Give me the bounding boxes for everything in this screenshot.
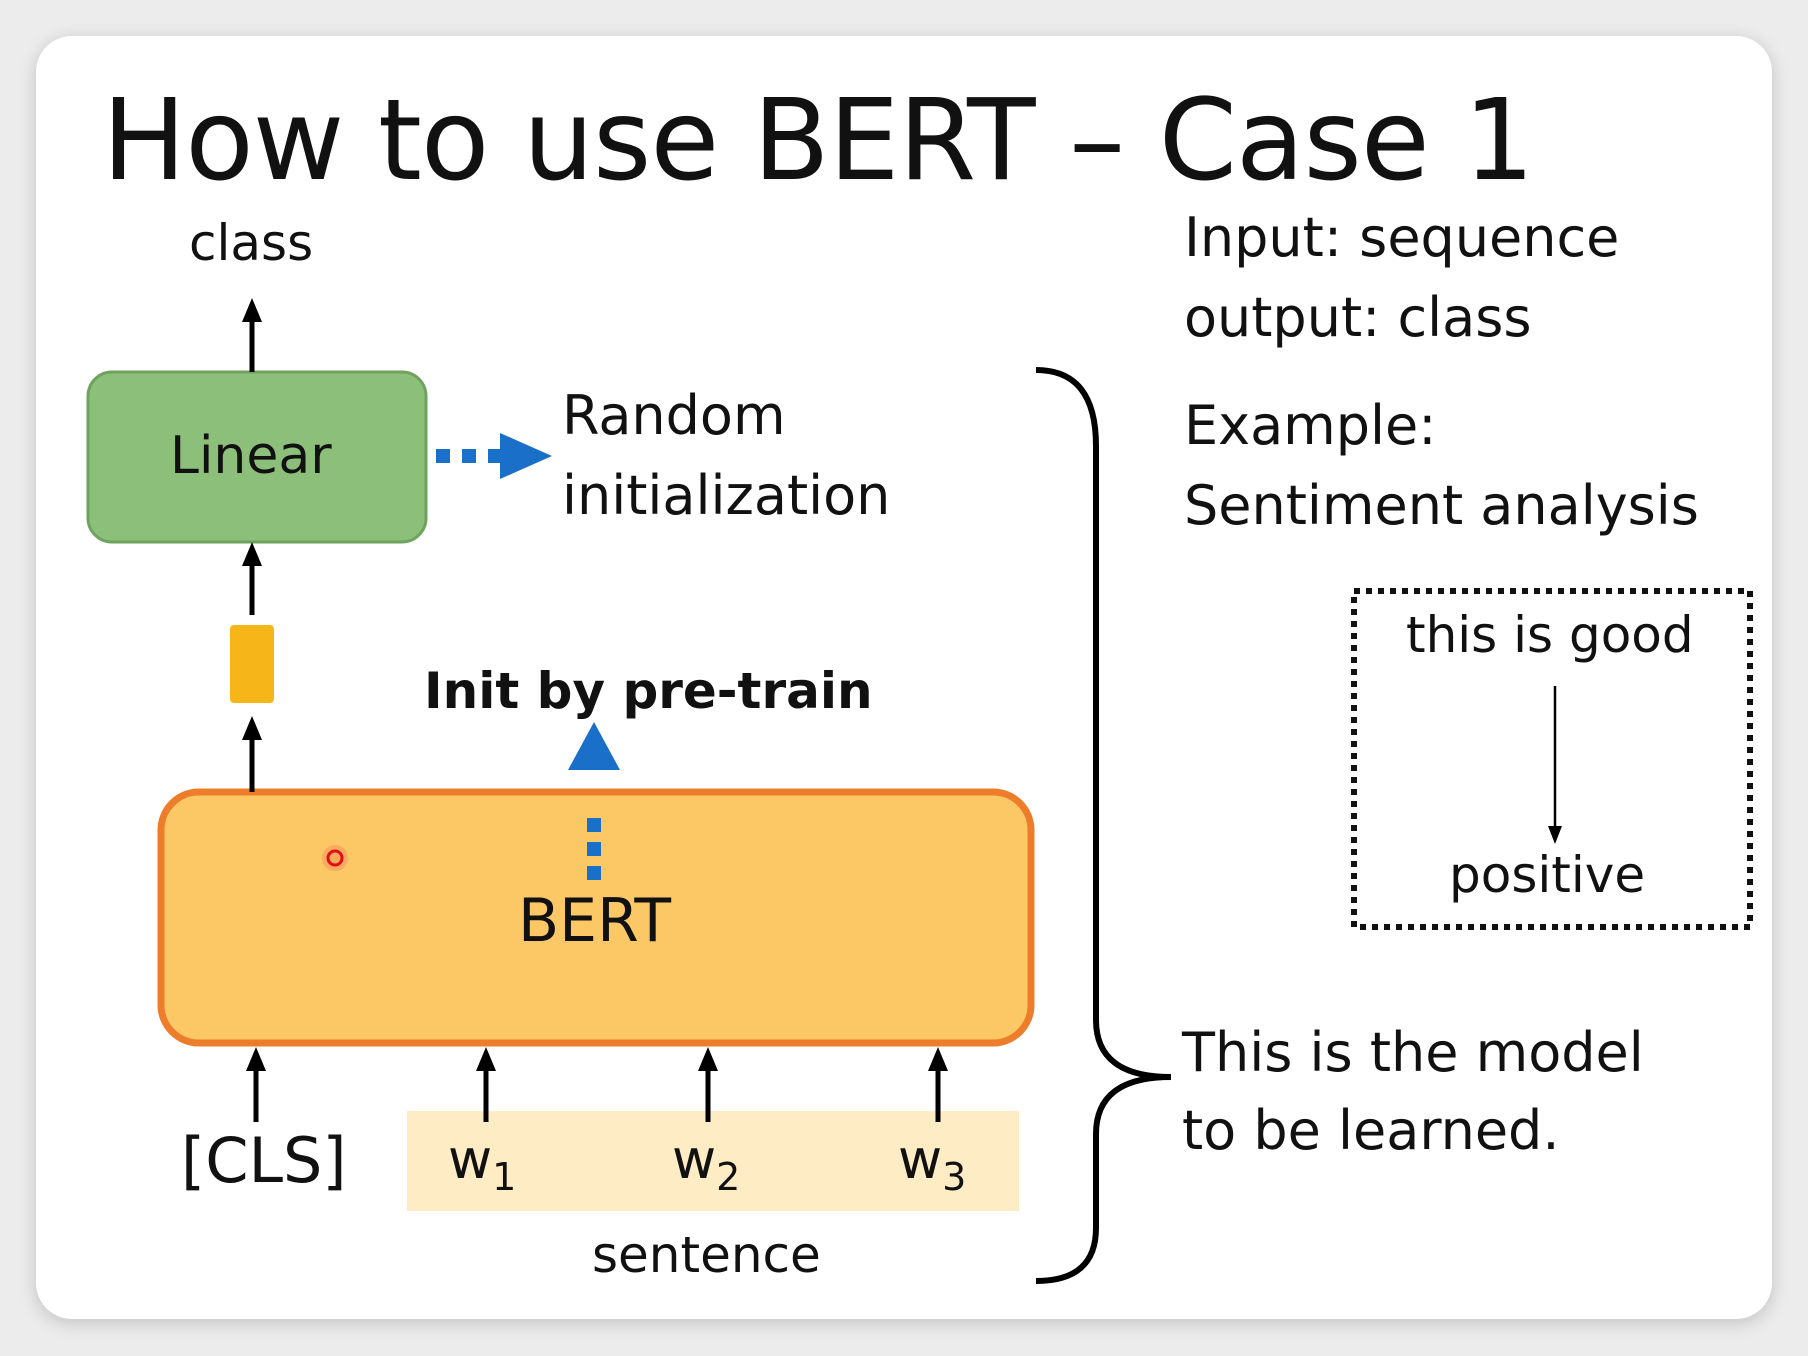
- random-init-line1: Random: [562, 384, 786, 447]
- class-label: class: [189, 214, 314, 272]
- token-strip: [407, 1111, 1019, 1211]
- pretrain-arrow: [568, 722, 620, 880]
- token-w3: w3: [898, 1128, 967, 1199]
- linear-box: [86, 370, 428, 544]
- bert-label: BERT: [518, 886, 672, 956]
- bert-box: [157, 788, 1035, 1047]
- init-pretrain-label: Init by pre-train: [424, 662, 873, 720]
- linear-label: Linear: [170, 426, 332, 486]
- output-line: output: class: [1184, 286, 1532, 349]
- token-w2: w2: [672, 1128, 741, 1199]
- sentence-label: sentence: [592, 1226, 821, 1284]
- flow-arrows: [242, 298, 948, 1122]
- token-w1: w1: [448, 1128, 517, 1199]
- random-init-arrow: [436, 433, 552, 479]
- cls-output-vector: [230, 625, 274, 703]
- example-input: this is good: [1406, 606, 1694, 664]
- example-label: Example:: [1184, 394, 1437, 457]
- example-task: Sentiment analysis: [1184, 474, 1699, 537]
- model-brace: [1035, 367, 1172, 1284]
- random-init-line2: initialization: [562, 464, 891, 527]
- example-output: positive: [1449, 846, 1646, 904]
- input-line: Input: sequence: [1184, 206, 1620, 269]
- model-note-line1: This is the model: [1182, 1021, 1644, 1084]
- cls-token: [CLS]: [181, 1124, 347, 1197]
- cursor-dot: [322, 845, 348, 871]
- diagram-canvas: [86, 298, 1753, 1284]
- example-box: [1351, 588, 1753, 930]
- model-note-line2: to be learned.: [1182, 1099, 1560, 1162]
- slide: How to use BERT – Case 1 class Linear Ra…: [36, 36, 1772, 1319]
- page-title: How to use BERT – Case 1: [102, 76, 1535, 206]
